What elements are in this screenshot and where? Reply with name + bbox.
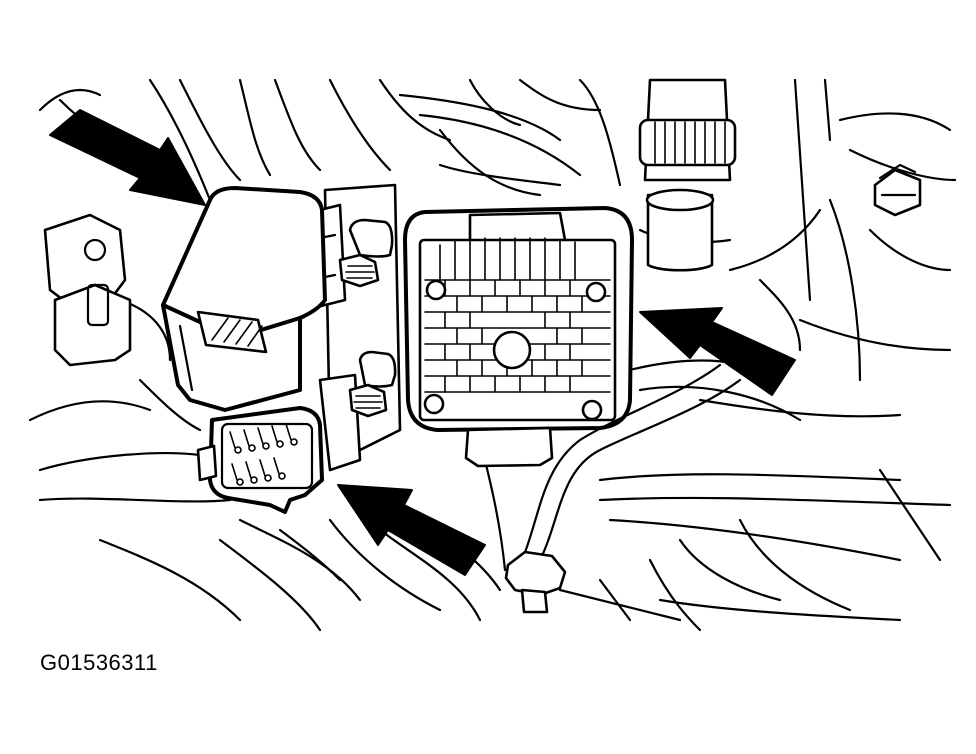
bolt-upper-right xyxy=(873,163,922,217)
relay-box xyxy=(161,186,327,412)
large-connector xyxy=(403,206,634,468)
callout-arrows xyxy=(49,109,796,576)
engine-bay-line-drawing xyxy=(28,78,957,632)
left-bracket xyxy=(43,213,132,367)
arrow-upper-left xyxy=(49,109,206,206)
figure-id-label: G01536311 xyxy=(40,650,158,675)
stud-lower xyxy=(348,350,397,418)
lower-connector xyxy=(196,406,324,514)
pipe-with-nut xyxy=(504,363,742,614)
arrow-lower-center xyxy=(337,484,486,576)
stud-upper xyxy=(338,218,394,288)
arrow-right xyxy=(639,307,796,396)
background-engine-lines xyxy=(28,78,957,632)
hose-fitting xyxy=(638,78,737,272)
